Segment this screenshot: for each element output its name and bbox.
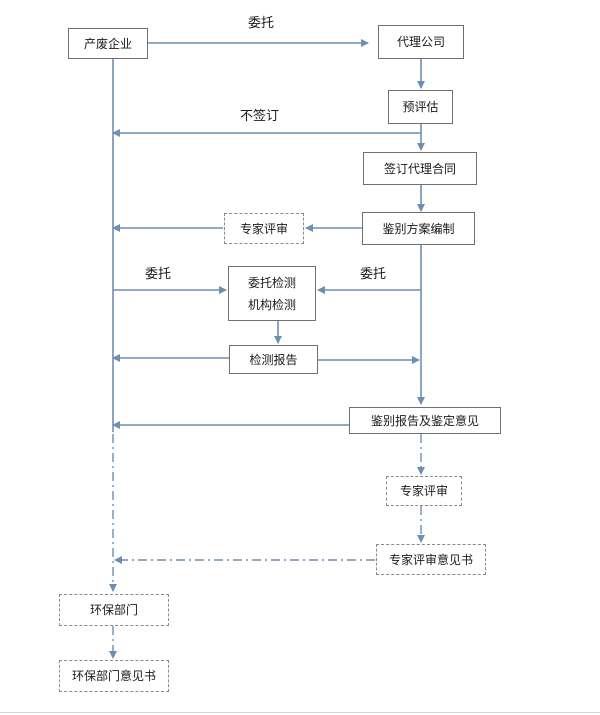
node-ident-report-label: 鉴别报告及鉴定意见 [370,413,479,428]
node-expert-opinion: 专家评审意见书 [376,544,486,575]
node-agency-label: 代理公司 [396,35,445,49]
node-expert-review-plan: 专家评审 [224,213,304,244]
node-test-report-label: 检测报告 [249,352,298,367]
node-env-dept-opinion-label: 环保部门意见书 [71,669,156,683]
node-expert-review-report: 专家评审 [386,476,462,506]
node-sign-contract: 签订代理合同 [363,152,477,185]
node-agency: 代理公司 [378,25,464,59]
edge-label-not-signed: 不签订 [240,109,280,124]
node-env-dept-opinion: 环保部门意见书 [59,660,169,692]
node-plan-compile: 鉴别方案编制 [362,212,475,245]
node-pre-assess: 预评估 [388,90,453,124]
node-env-dept-label: 环保部门 [89,603,138,617]
node-test-report: 检测报告 [229,345,318,374]
node-entrust-test-line1: 委托检测 [247,275,296,290]
edge-label-entrust-right: 委托 [360,267,387,282]
edge-label-entrust-top: 委托 [248,16,275,31]
node-env-dept: 环保部门 [59,594,169,626]
node-expert-review-plan-label: 专家评审 [239,221,288,236]
node-ident-report: 鉴别报告及鉴定意见 [349,407,501,434]
edge-label-entrust-left: 委托 [145,267,172,282]
node-sign-contract-label: 签订代理合同 [383,161,456,176]
bottom-divider [0,712,600,713]
node-entrust-test-line2: 机构检测 [247,297,296,312]
node-plan-compile-label: 鉴别方案编制 [382,221,455,236]
node-producer-label: 产废企业 [83,36,132,51]
node-expert-opinion-label: 专家评审意见书 [388,552,473,567]
node-entrust-test: 委托检测 机构检测 [228,266,316,321]
node-pre-assess-label: 预评估 [402,100,439,114]
node-expert-review-report-label: 专家评审 [399,484,448,498]
node-producer: 产废企业 [68,28,148,59]
